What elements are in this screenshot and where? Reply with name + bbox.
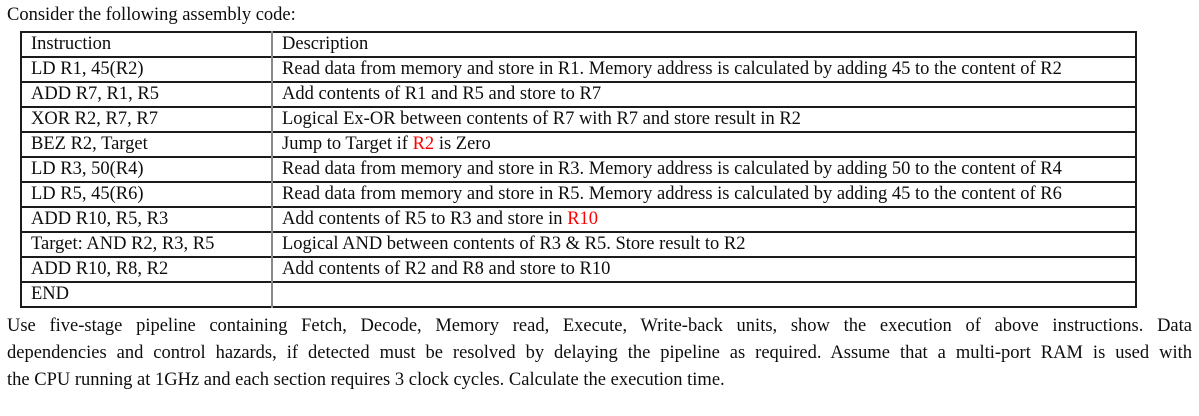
description-cell: Jump to Target if R2 is Zero (272, 131, 1136, 157)
description-text: is Zero (434, 133, 491, 154)
question-line-3: the CPU running at 1GHz and each section… (7, 370, 725, 390)
instruction-column-header: Instruction (21, 32, 273, 57)
assembly-table-body: LD R1, 45(R2) Read data from memory and s… (21, 56, 1136, 307)
header-row: Instruction Description (21, 32, 1136, 57)
instruction-cell: LD R5, 45(R6) (21, 181, 273, 207)
table-row: Target: AND R2, R3, R5 Logical AND betwee… (21, 231, 1136, 257)
description-text: Add contents of R2 and R8 and store to R… (282, 258, 611, 279)
table-row: END (21, 281, 1136, 307)
description-cell: Add contents of R5 to R3 and store in R1… (272, 206, 1136, 232)
table-row: LD R1, 45(R2) Read data from memory and s… (21, 56, 1136, 82)
description-cell: Read data from memory and store in R1. M… (272, 56, 1136, 82)
question-paragraph: Use five-stage pipeline containing Fetch… (7, 313, 1192, 394)
description-cell: Add contents of R1 and R5 and store to R… (272, 81, 1136, 107)
highlighted-register: R2 (412, 133, 435, 154)
assembly-table-header: Instruction Description (21, 32, 1136, 57)
instruction-cell: ADD R7, R1, R5 (21, 81, 273, 107)
description-cell (272, 281, 1136, 307)
question-line-1: Use five-stage pipeline containing Fetch… (7, 316, 1192, 336)
description-text: Read data from memory and store in R3. M… (282, 158, 1062, 179)
instruction-cell: LD R1, 45(R2) (21, 56, 273, 82)
instruction-cell: XOR R2, R7, R7 (21, 106, 273, 132)
instruction-cell: END (21, 281, 273, 307)
table-row: LD R3, 50(R4) Read data from memory and s… (21, 156, 1136, 182)
instruction-cell: LD R3, 50(R4) (21, 156, 273, 182)
description-cell: Add contents of R2 and R8 and store to R… (272, 256, 1136, 282)
description-text: Read data from memory and store in R5. M… (282, 183, 1062, 204)
instruction-cell: BEZ R2, Target (21, 131, 273, 157)
description-column-header: Description (282, 33, 369, 54)
description-text: Read data from memory and store in R1. M… (282, 58, 1062, 79)
description-cell: Logical AND between contents of R3 & R5.… (272, 231, 1136, 257)
highlighted-register: R10 (567, 208, 599, 229)
table-row: ADD R10, R8, R2 Add contents of R2 and R8… (21, 256, 1136, 282)
description-text: Add contents of R5 to R3 and store in (282, 208, 568, 229)
table-row: ADD R7, R1, R5 Add contents of R1 and R5 … (21, 81, 1136, 107)
table-row: LD R5, 45(R6) Read data from memory and s… (21, 181, 1136, 207)
table-row: XOR R2, R7, R7 Logical Ex-OR between cont… (21, 106, 1136, 132)
instruction-cell: ADD R10, R8, R2 (21, 256, 273, 282)
description-text: Add contents of R1 and R5 and store to R… (282, 83, 602, 104)
description-text: Logical Ex-OR between contents of R7 wit… (282, 108, 801, 129)
description-text: Logical AND between contents of R3 & R5.… (282, 233, 746, 254)
description-cell: Read data from memory and store in R3. M… (272, 156, 1136, 182)
assembly-code-table: Instruction Description LD R1, 45(R2) Rea… (20, 31, 1137, 308)
intro-text: Consider the following assembly code: (7, 5, 296, 25)
instruction-cell: Target: AND R2, R3, R5 (21, 231, 273, 257)
description-text: Jump to Target if (282, 133, 413, 154)
question-line-2: dependencies and control hazards, if det… (7, 343, 1192, 363)
description-cell: Logical Ex-OR between contents of R7 wit… (272, 106, 1136, 132)
description-cell: Read data from memory and store in R5. M… (272, 181, 1136, 207)
instruction-cell: ADD R10, R5, R3 (21, 206, 273, 232)
